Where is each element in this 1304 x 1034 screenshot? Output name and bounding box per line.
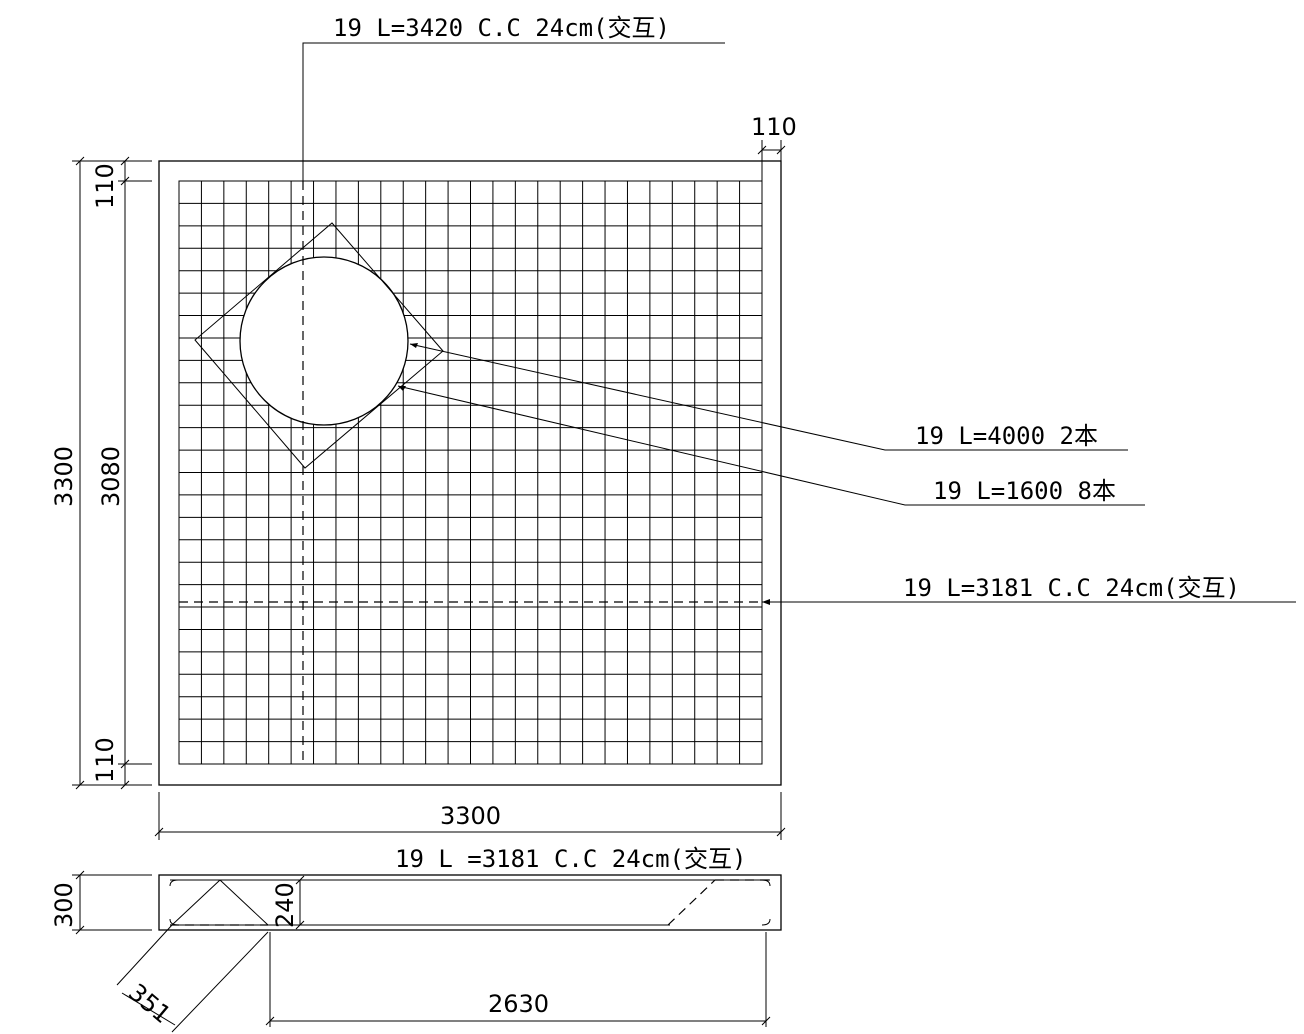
dim-outer-width: 3300 (440, 802, 501, 830)
dim-left-bottom-cover: 110 (91, 737, 119, 783)
dim-section-bar: 240 (271, 882, 299, 928)
callout-section: 19 L =3181 C.C 24cm(交互) (395, 845, 746, 873)
dimension-lines (72, 140, 786, 840)
opening-circle (239, 256, 409, 426)
callout-diag-short: 19 L=1600 8本 (933, 477, 1116, 505)
leader-arrows (398, 343, 770, 605)
section-view (72, 870, 782, 1033)
leader-diag-long (409, 343, 1128, 451)
section-hook-right (761, 879, 771, 926)
dim-left-top-cover: 110 (91, 163, 119, 209)
dim-outer-height: 3300 (50, 446, 78, 507)
dim-section-length: 2630 (488, 990, 549, 1018)
dim-inner-height: 3080 (97, 446, 125, 507)
plan-view (158, 160, 782, 786)
callout-horizontal: 19 L=3181 C.C 24cm(交互) (903, 574, 1240, 602)
leaders (302, 42, 1296, 605)
section-hook-left (169, 879, 179, 926)
callout-top: 19 L=3420 C.C 24cm(交互) (333, 14, 670, 42)
section-outline (158, 874, 782, 931)
slab-outline (158, 160, 782, 786)
dim-top-cover: 110 (751, 113, 797, 141)
callout-diag-long: 19 L=4000 2本 (915, 422, 1098, 450)
leader-diag-short (397, 385, 1145, 506)
diagonal-reinforcement-square (194, 222, 444, 469)
dim-section-thickness: 300 (50, 882, 78, 928)
rebar-mesh (179, 181, 762, 764)
leader-top (302, 42, 725, 181)
